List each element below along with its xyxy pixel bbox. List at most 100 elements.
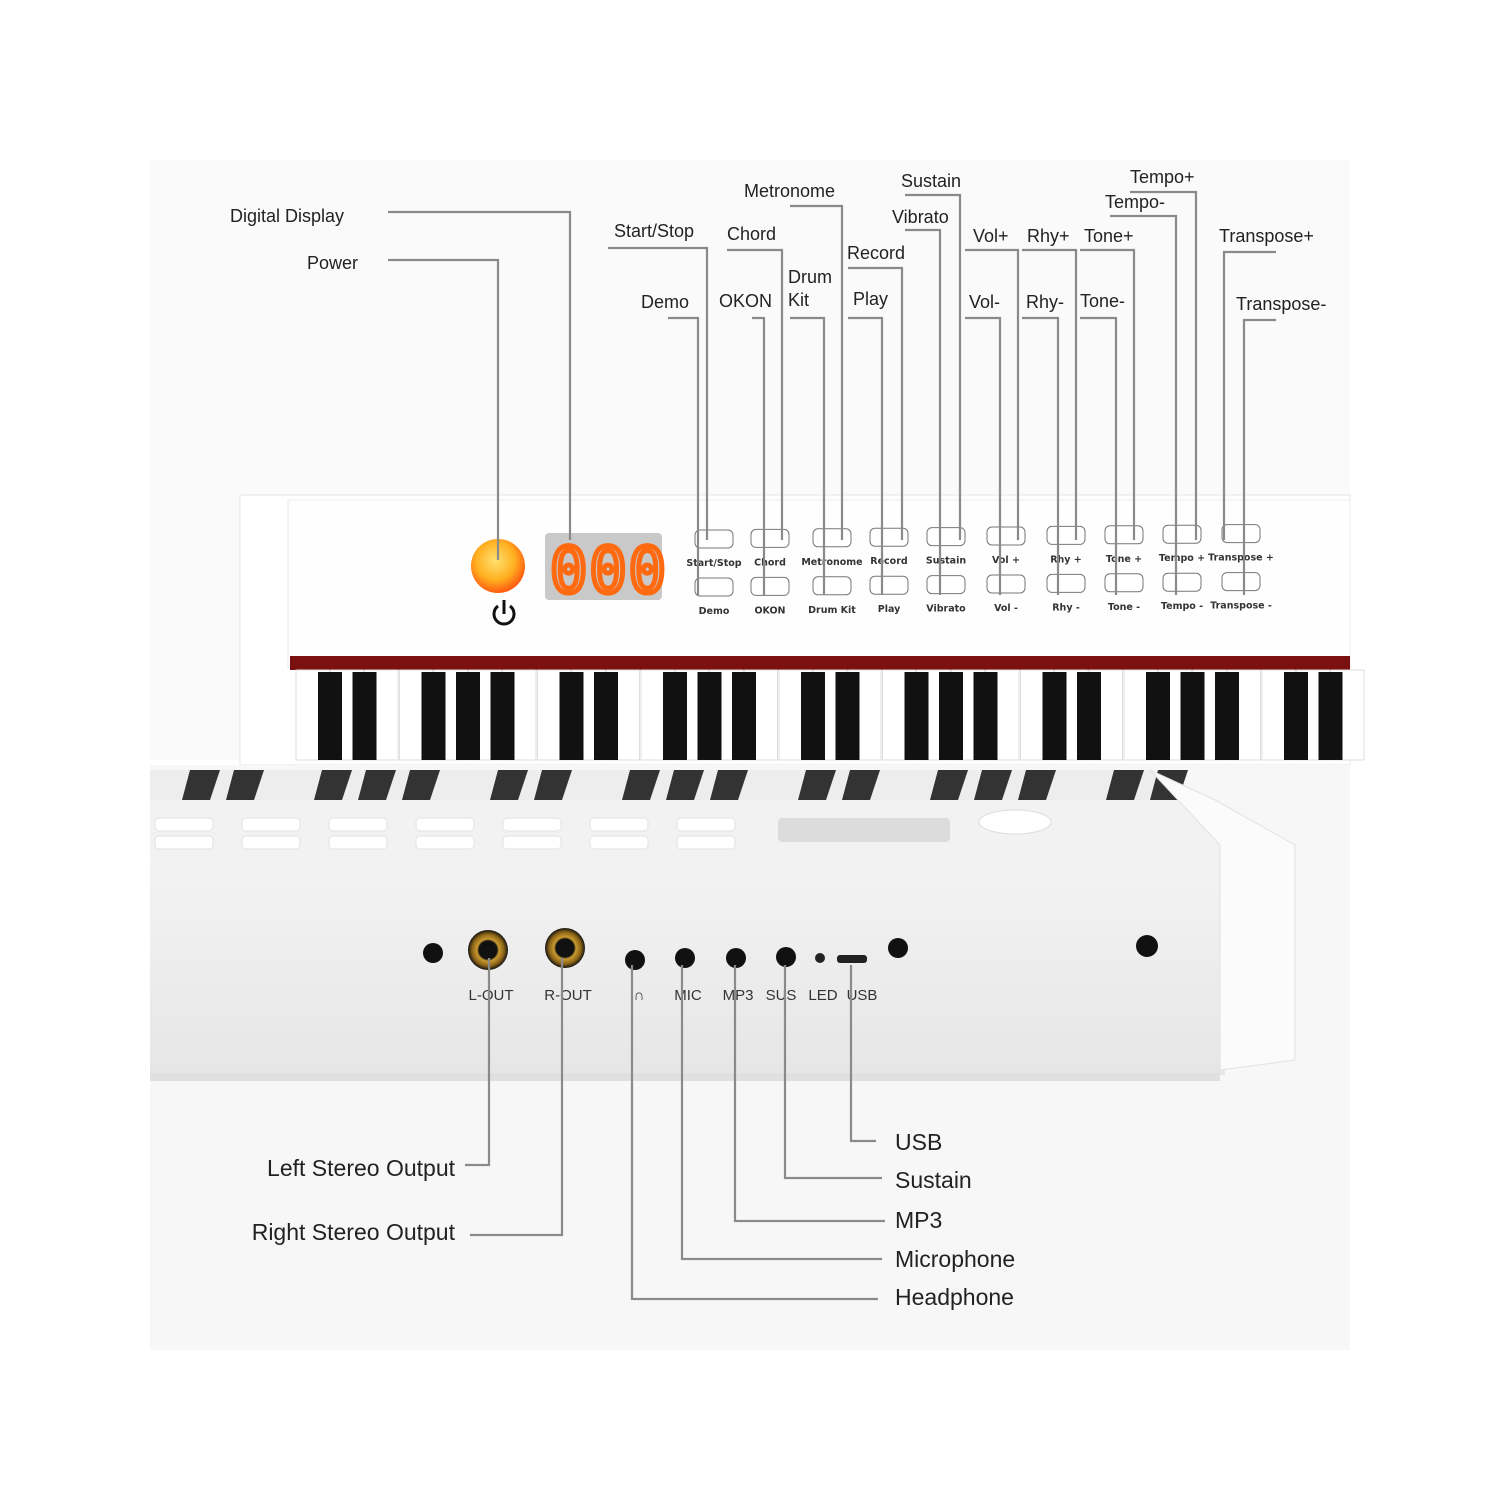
black-key [1106,770,1144,800]
black-key [594,672,618,760]
rear-panel-button [415,835,475,850]
callout-record: Record [847,243,905,263]
black-key [490,770,528,800]
rear-panel-button [154,835,214,850]
black-key [1042,672,1067,760]
callout-chord: Chord [727,224,776,244]
callout-transpose-plus: Transpose+ [1219,226,1314,246]
panel-button[interactable] [1221,524,1261,544]
callout-headphone: Headphone [895,1284,1014,1310]
power-button[interactable] [471,539,525,593]
rear-keys [182,770,1188,800]
black-key [801,672,825,760]
panel-button-label: Transpose - [1210,601,1272,612]
digital-display [545,533,662,600]
led-indicator [815,953,825,963]
panel-button[interactable] [1104,525,1144,545]
black-key [732,672,756,760]
callout-sustain-jack: Sustain [895,1167,972,1193]
panel-button[interactable] [1046,525,1086,545]
panel-button[interactable] [926,527,966,547]
panel-button-label: Metronome [801,557,862,568]
callout-left-stereo-output: Left Stereo Output [267,1155,456,1181]
panel-button[interactable] [1046,573,1086,593]
callout-demo: Demo [641,292,689,312]
usb-port [837,955,867,963]
rear-panel-button [241,835,301,850]
panel-button[interactable] [986,574,1026,594]
callout-microphone: Microphone [895,1246,1015,1272]
top-callouts: Digital Display Power Demo Start/Stop OK… [230,167,1326,314]
callout-drum-kit-line2: Kit [788,290,809,310]
callout-right-stereo-output: Right Stereo Output [252,1219,456,1245]
black-key [456,672,480,760]
black-key [182,770,220,800]
panel-button[interactable] [869,527,909,547]
panel-button[interactable] [812,576,852,596]
panel-button[interactable] [812,528,852,548]
panel-button-label: Tone + [1106,554,1142,565]
callout-drum-kit-line1: Drum [788,267,832,287]
black-key [358,770,396,800]
panel-button-label: Sustain [926,556,966,567]
callout-tone-plus: Tone+ [1084,226,1134,246]
callout-play: Play [853,289,888,309]
black-key [1180,672,1205,760]
panel-button[interactable] [926,575,966,595]
panel-button[interactable] [750,576,790,596]
callout-start-stop: Start/Stop [614,221,694,241]
top-keys [295,669,1365,761]
panel-button[interactable] [1162,572,1202,592]
panel-button-label: Chord [754,557,786,568]
black-key [421,672,446,760]
r-out-jack [545,928,585,968]
black-key [835,672,860,760]
black-key [1284,672,1308,760]
panel-button[interactable] [986,526,1026,546]
black-key [939,672,963,760]
screw [888,938,908,958]
panel-button[interactable] [694,529,734,549]
panel-button-label: Play [878,604,901,615]
jack-label-usb: USB [847,987,878,1004]
black-key [490,672,515,760]
callout-vol-plus: Vol+ [973,226,1009,246]
display-value: 000 [550,534,668,607]
panel-button-label: Rhy + [1050,554,1082,565]
panel-button[interactable] [1162,524,1202,544]
callout-rhy-plus: Rhy+ [1027,226,1070,246]
jack-label-r-out: R-OUT [544,987,592,1004]
panel-button-label: Record [870,556,907,567]
panel-button[interactable] [869,575,909,595]
keyboard-rear-photo: L-OUT R-OUT ∩ MIC MP3 SUS LED USB [150,765,1350,1350]
callout-vol-minus: Vol- [969,292,1000,312]
black-key [1077,672,1101,760]
panel-button-label: Vol + [992,555,1020,566]
panel-button[interactable] [1221,572,1261,592]
callout-rhy-minus: Rhy- [1026,292,1064,312]
rear-panel-button [676,835,736,850]
black-key [973,672,998,760]
panel-button[interactable] [1104,573,1144,593]
screw [423,943,443,963]
black-key [226,770,264,800]
black-key [1018,770,1056,800]
jack-label-mic: MIC [674,987,702,1004]
panel-button-label: Tempo - [1161,601,1203,612]
mic-jack [675,948,695,968]
black-key [1318,672,1343,760]
sus-jack [776,947,796,967]
panel-button[interactable] [750,528,790,548]
black-key [622,770,660,800]
black-key [904,672,929,760]
black-key [710,770,748,800]
callout-metronome: Metronome [744,181,835,201]
callout-transpose-minus: Transpose- [1236,294,1326,314]
black-key [534,770,572,800]
callout-digital-display: Digital Display [230,206,344,226]
callout-okon: OKON [719,291,772,311]
rear-panel-button [589,835,649,850]
panel-button[interactable] [694,577,734,597]
